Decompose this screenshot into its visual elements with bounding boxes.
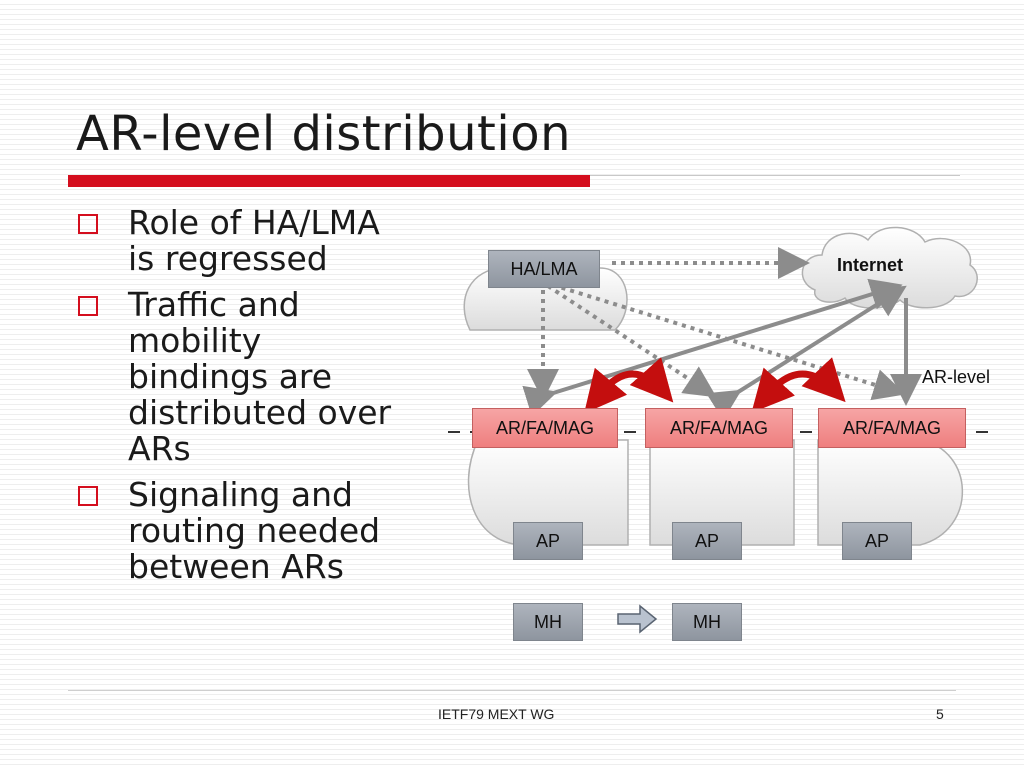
ap-node: AP	[672, 522, 742, 560]
bullet-square-icon	[78, 214, 98, 234]
footer-rule	[68, 690, 956, 691]
bullet-item: Traffic and mobility bindings are distri…	[78, 287, 458, 467]
ha-lma-box: HA/LMA	[488, 250, 600, 288]
bullet-text: Traffic and mobility bindings are distri…	[128, 285, 392, 468]
footer-text: IETF79 MEXT WG	[438, 706, 555, 722]
signal-arc-ar2-ar3	[751, 357, 846, 413]
page-number: 5	[936, 706, 944, 722]
bullet-square-icon	[78, 486, 98, 506]
ar-node: AR/FA/MAG	[818, 408, 966, 448]
internet-label: Internet	[837, 255, 904, 275]
mh-node: MH	[672, 603, 742, 641]
ar-level-label: AR-level	[922, 367, 991, 387]
bullet-square-icon	[78, 296, 98, 316]
bullet-list: Role of HA/LMA is regressed Traffic and …	[78, 205, 458, 595]
bullet-text: Role of HA/LMA is regressed	[128, 203, 380, 278]
ar-node: AR/FA/MAG	[472, 408, 618, 448]
signal-arc-ar1-ar2	[584, 357, 674, 414]
ar-node: AR/FA/MAG	[645, 408, 793, 448]
mh-move-arrow	[617, 604, 658, 634]
bullet-item: Role of HA/LMA is regressed	[78, 205, 458, 277]
bullet-item: Signaling and routing needed between ARs	[78, 477, 458, 585]
slide-title: AR-level distribution	[76, 106, 571, 162]
ap-node: AP	[842, 522, 912, 560]
ap-node: AP	[513, 522, 583, 560]
bullet-text: Signaling and routing needed between ARs	[128, 475, 381, 586]
title-accent-bar	[68, 175, 590, 187]
mh-node: MH	[513, 603, 583, 641]
